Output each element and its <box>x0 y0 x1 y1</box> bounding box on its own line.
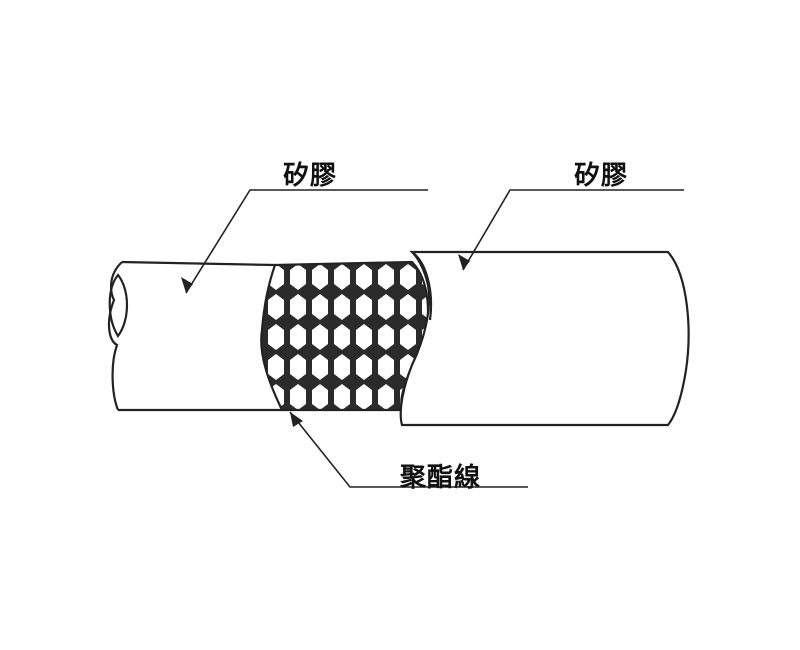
label-inner-silicone: 矽膠 <box>283 161 338 191</box>
label-polyester-braid: 聚酯線 <box>400 463 482 493</box>
arrowheads <box>181 254 470 427</box>
arrowhead-inner <box>181 277 193 293</box>
leader-line-braid <box>289 411 528 488</box>
inner-tube <box>107 260 282 412</box>
inner-tube-top-edge <box>121 260 276 267</box>
leader-line-inner <box>185 189 428 294</box>
outer-tube-body <box>399 250 690 427</box>
arrowhead-outer <box>458 254 470 270</box>
inner-tube-opening <box>108 273 128 338</box>
leader-lines <box>185 189 684 488</box>
label-outer-silicone: 矽膠 <box>574 161 629 191</box>
arrowhead-braid <box>290 412 303 427</box>
braid-layer <box>260 260 430 412</box>
leader-line-outer <box>462 189 684 271</box>
outer-tube <box>399 250 690 427</box>
inner-tube-end-arc <box>107 261 123 411</box>
outer-tube-rim <box>411 251 433 321</box>
